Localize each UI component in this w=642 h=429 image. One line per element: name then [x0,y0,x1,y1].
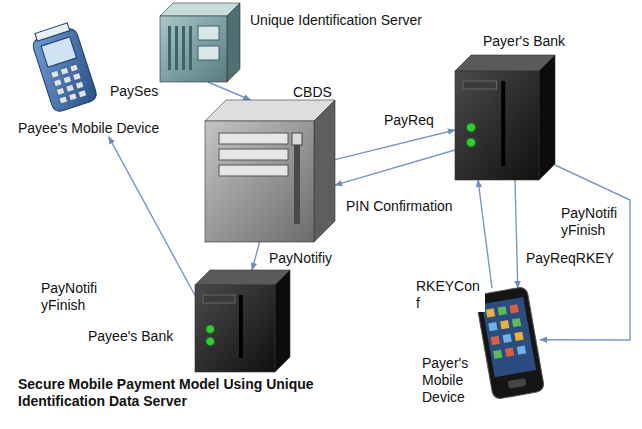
vent-slot [175,26,178,70]
message-arrow [515,180,518,288]
app-icon [486,308,495,317]
message-arrow [335,150,455,185]
phone-screen [482,297,536,377]
server-icon-top [455,55,555,71]
node-label: Payee's Mobile Device [18,120,183,137]
vent-slot [294,133,300,224]
message-label: PayNotifiy [268,250,333,267]
node-label: Payee's Bank [88,328,173,345]
keypad-key [51,70,60,78]
status-light [206,337,215,346]
message-label: PIN Confirmation [345,198,454,215]
keypad-key [66,84,75,92]
server-node: CBDS [205,100,335,242]
drive-bay [203,295,235,303]
keypad-key [69,93,78,101]
device-node: Payer's Mobile Device [480,288,540,398]
status-light [467,123,476,132]
message-label: RKEYCon f [415,278,485,312]
app-icon [493,350,502,359]
vent-slot [182,26,185,70]
drive-panel [198,46,219,60]
device-icon [480,288,540,398]
status-light [467,138,476,147]
server-icon-side [275,270,290,372]
drive-bay [219,165,288,176]
server-icon-side [539,55,555,180]
server-icon-top [195,270,290,285]
app-icon [491,336,500,345]
server-icon-front [160,16,227,82]
server-icon-side [227,3,240,82]
figure-caption: Secure Mobile Payment Model Using Unique… [18,376,338,410]
keypad-key [78,90,87,98]
server-icon-top [205,100,335,121]
device-icon [160,3,240,82]
keypad-key [63,76,72,84]
keypad-key [59,96,68,104]
keypad-key [75,81,84,89]
drive-bay [463,81,497,89]
device-icon [455,55,555,180]
server-node: Payee's Bank [195,270,290,372]
app-icon [503,334,512,343]
message-arrow [252,242,260,270]
vent-slot [239,295,243,358]
app-icon [498,306,507,315]
app-icon [505,348,514,357]
drive-bay [219,133,288,144]
phone-body [475,286,545,399]
keypad-key [56,87,65,95]
node-label: Unique Identification Server [250,12,422,29]
app-icon [514,332,523,341]
message-label: PaySes [110,83,158,100]
device-node: Payee's Mobile Device [18,22,183,137]
vent-slot [501,81,505,166]
vent-slot [168,26,171,70]
node-label: Payer's Bank [483,33,565,50]
server-node: Unique Identification Server [160,3,240,82]
message-label: PayNotifi yFinish [40,280,104,314]
app-icon [509,304,518,313]
server-icon-front [195,285,275,372]
app-icon [512,318,521,327]
server-node: Payer's Bank [455,55,555,180]
message-arrow [208,82,251,100]
keypad-key [73,73,82,81]
message-arrow [109,137,195,296]
keypad-key [60,67,69,75]
message-label: PayNotifi yFinish [560,205,624,239]
keypad-key [54,79,63,87]
drive-bay [219,149,288,160]
server-icon-side [314,100,335,242]
device-icon [205,100,335,242]
terminal-screen [41,37,76,67]
vent-slot [189,26,192,70]
app-icon [488,322,497,331]
message-label: PayReqRKEY [525,250,615,267]
drive-panel [198,26,219,40]
server-icon-top [160,3,240,16]
device-icon [195,270,290,372]
power-button [292,133,302,145]
server-icon-front [205,121,314,242]
status-light [206,325,215,334]
server-icon-front [455,71,539,180]
node-label: Payer's Mobile Device [422,355,474,405]
message-arrow [478,180,492,288]
message-label: PayReq [383,112,435,129]
keypad-key [70,64,79,72]
app-icon [517,345,526,354]
phone-button [508,378,527,389]
node-label: CBDS [293,84,332,101]
app-icon [500,320,509,329]
device-icon [30,22,100,120]
